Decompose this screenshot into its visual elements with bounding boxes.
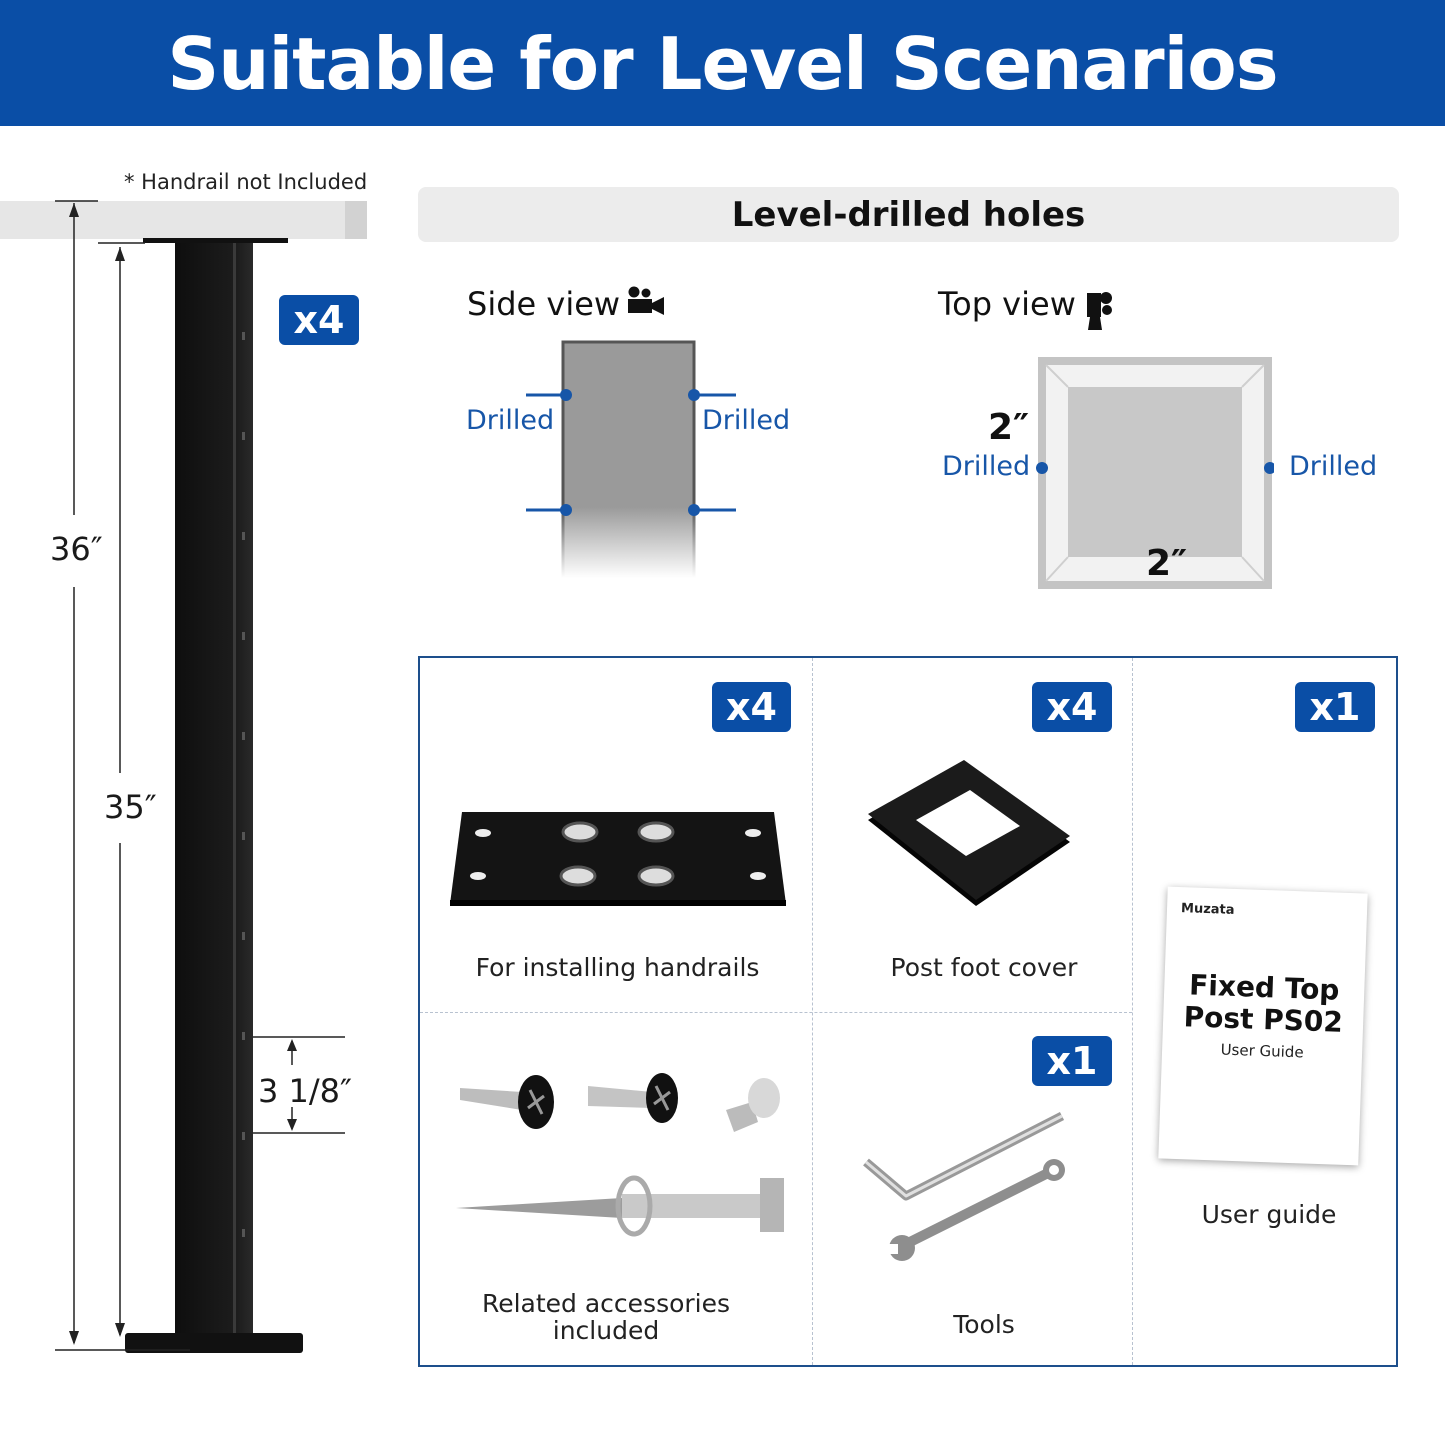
cover-quantity-badge: x4: [1032, 682, 1112, 732]
post-illustration: [0, 200, 367, 1353]
post-quantity-badge: x4: [279, 295, 359, 345]
post-body: [175, 243, 253, 1347]
accessories-caption-line2: included: [552, 1316, 660, 1345]
side-drilled-right: Drilled: [702, 405, 791, 436]
top-view-diagram: [1036, 357, 1274, 589]
camera-icon: [628, 286, 664, 315]
grid-divider: [1132, 658, 1133, 1365]
screws-image: [456, 1073, 784, 1237]
dimension-spacing: 3 1/8″: [258, 1072, 352, 1110]
top-view-label: Top view: [938, 285, 1076, 323]
tools-caption: Tools: [953, 1310, 1015, 1339]
guide-brand: Muzata: [1180, 901, 1235, 918]
guide-subtitle: User Guide: [1220, 1040, 1304, 1062]
top-view-width: 2″: [988, 407, 1030, 448]
user-guide-image: Muzata Fixed Top Post PS02 User Guide: [1158, 886, 1368, 1166]
grid-divider: [812, 658, 813, 1365]
screw-3: [726, 1078, 780, 1132]
guide-title-line2: Post PS02: [1183, 1000, 1344, 1039]
top-drilled-right: Drilled: [1289, 451, 1378, 482]
accessories-caption: Related accessories included: [420, 1290, 792, 1344]
guide-quantity-badge: x1: [1295, 682, 1375, 732]
hex-key: [863, 1111, 1065, 1201]
camera-top-icon: [1087, 292, 1112, 330]
holes-title: Level-drilled holes: [731, 195, 1086, 235]
screw-1: [460, 1075, 554, 1129]
handrail-note: * Handrail not Included: [124, 170, 368, 194]
accessories-caption-line1: Related accessories: [481, 1289, 731, 1318]
cover-caption: Post foot cover: [890, 953, 1078, 982]
top-plate: [143, 238, 288, 243]
dimension-35: 35″: [104, 788, 157, 826]
wrench: [886, 1159, 1065, 1261]
dimension-36: 36″: [50, 530, 103, 568]
base-plate: [125, 1333, 303, 1353]
guide-caption: User guide: [1201, 1200, 1337, 1229]
top-view-depth: 2″: [1146, 543, 1188, 584]
tools-image: [863, 1111, 1065, 1261]
plate-quantity-badge: x4: [712, 682, 791, 732]
mounting-plate-image: [450, 812, 786, 906]
package-contents-grid: [418, 656, 1398, 1367]
screw-2: [588, 1073, 678, 1123]
holes-title-bar: [418, 187, 1399, 242]
guide-title: Fixed Top Post PS02: [1173, 968, 1355, 1039]
tools-quantity-badge: x1: [1032, 1036, 1112, 1086]
post-foot-cover-image: [868, 760, 1070, 906]
lag-bolt: [456, 1175, 784, 1237]
plate-caption: For installing handrails: [475, 953, 760, 982]
side-view-label: Side view: [467, 285, 621, 323]
grid-divider: [420, 1012, 1132, 1013]
side-drilled-left: Drilled: [466, 405, 555, 436]
top-drilled-left: Drilled: [942, 451, 1031, 482]
header-banner: [0, 0, 1445, 126]
page-title: Suitable for Level Scenarios: [167, 22, 1278, 106]
side-view-diagram: [526, 340, 736, 580]
handrail-board: [0, 201, 345, 239]
